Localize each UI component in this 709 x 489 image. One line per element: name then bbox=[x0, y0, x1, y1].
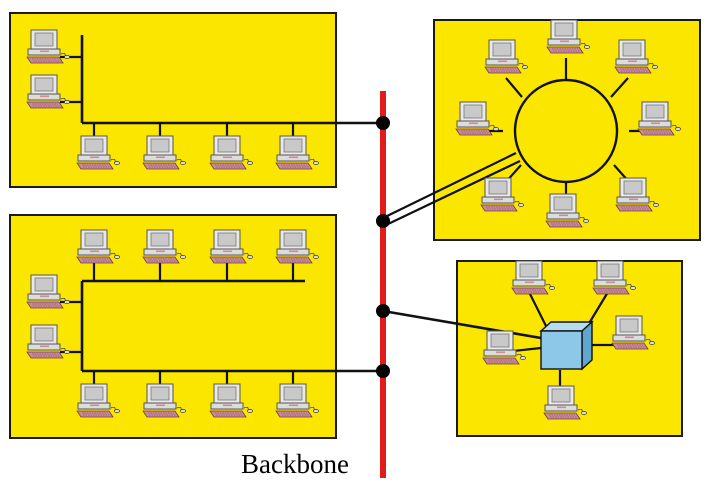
backbone-connector bbox=[376, 214, 390, 228]
bus-network-bottom-left bbox=[26, 229, 383, 418]
hub-icon bbox=[539, 320, 594, 371]
bus-network-top-left bbox=[26, 29, 383, 170]
star-network bbox=[382, 260, 656, 420]
backbone-connector bbox=[376, 116, 390, 130]
backbone-connector bbox=[376, 304, 390, 318]
backbone-label: Backbone bbox=[241, 449, 349, 479]
ring-network bbox=[382, 19, 682, 228]
backbone-connector bbox=[376, 364, 390, 378]
